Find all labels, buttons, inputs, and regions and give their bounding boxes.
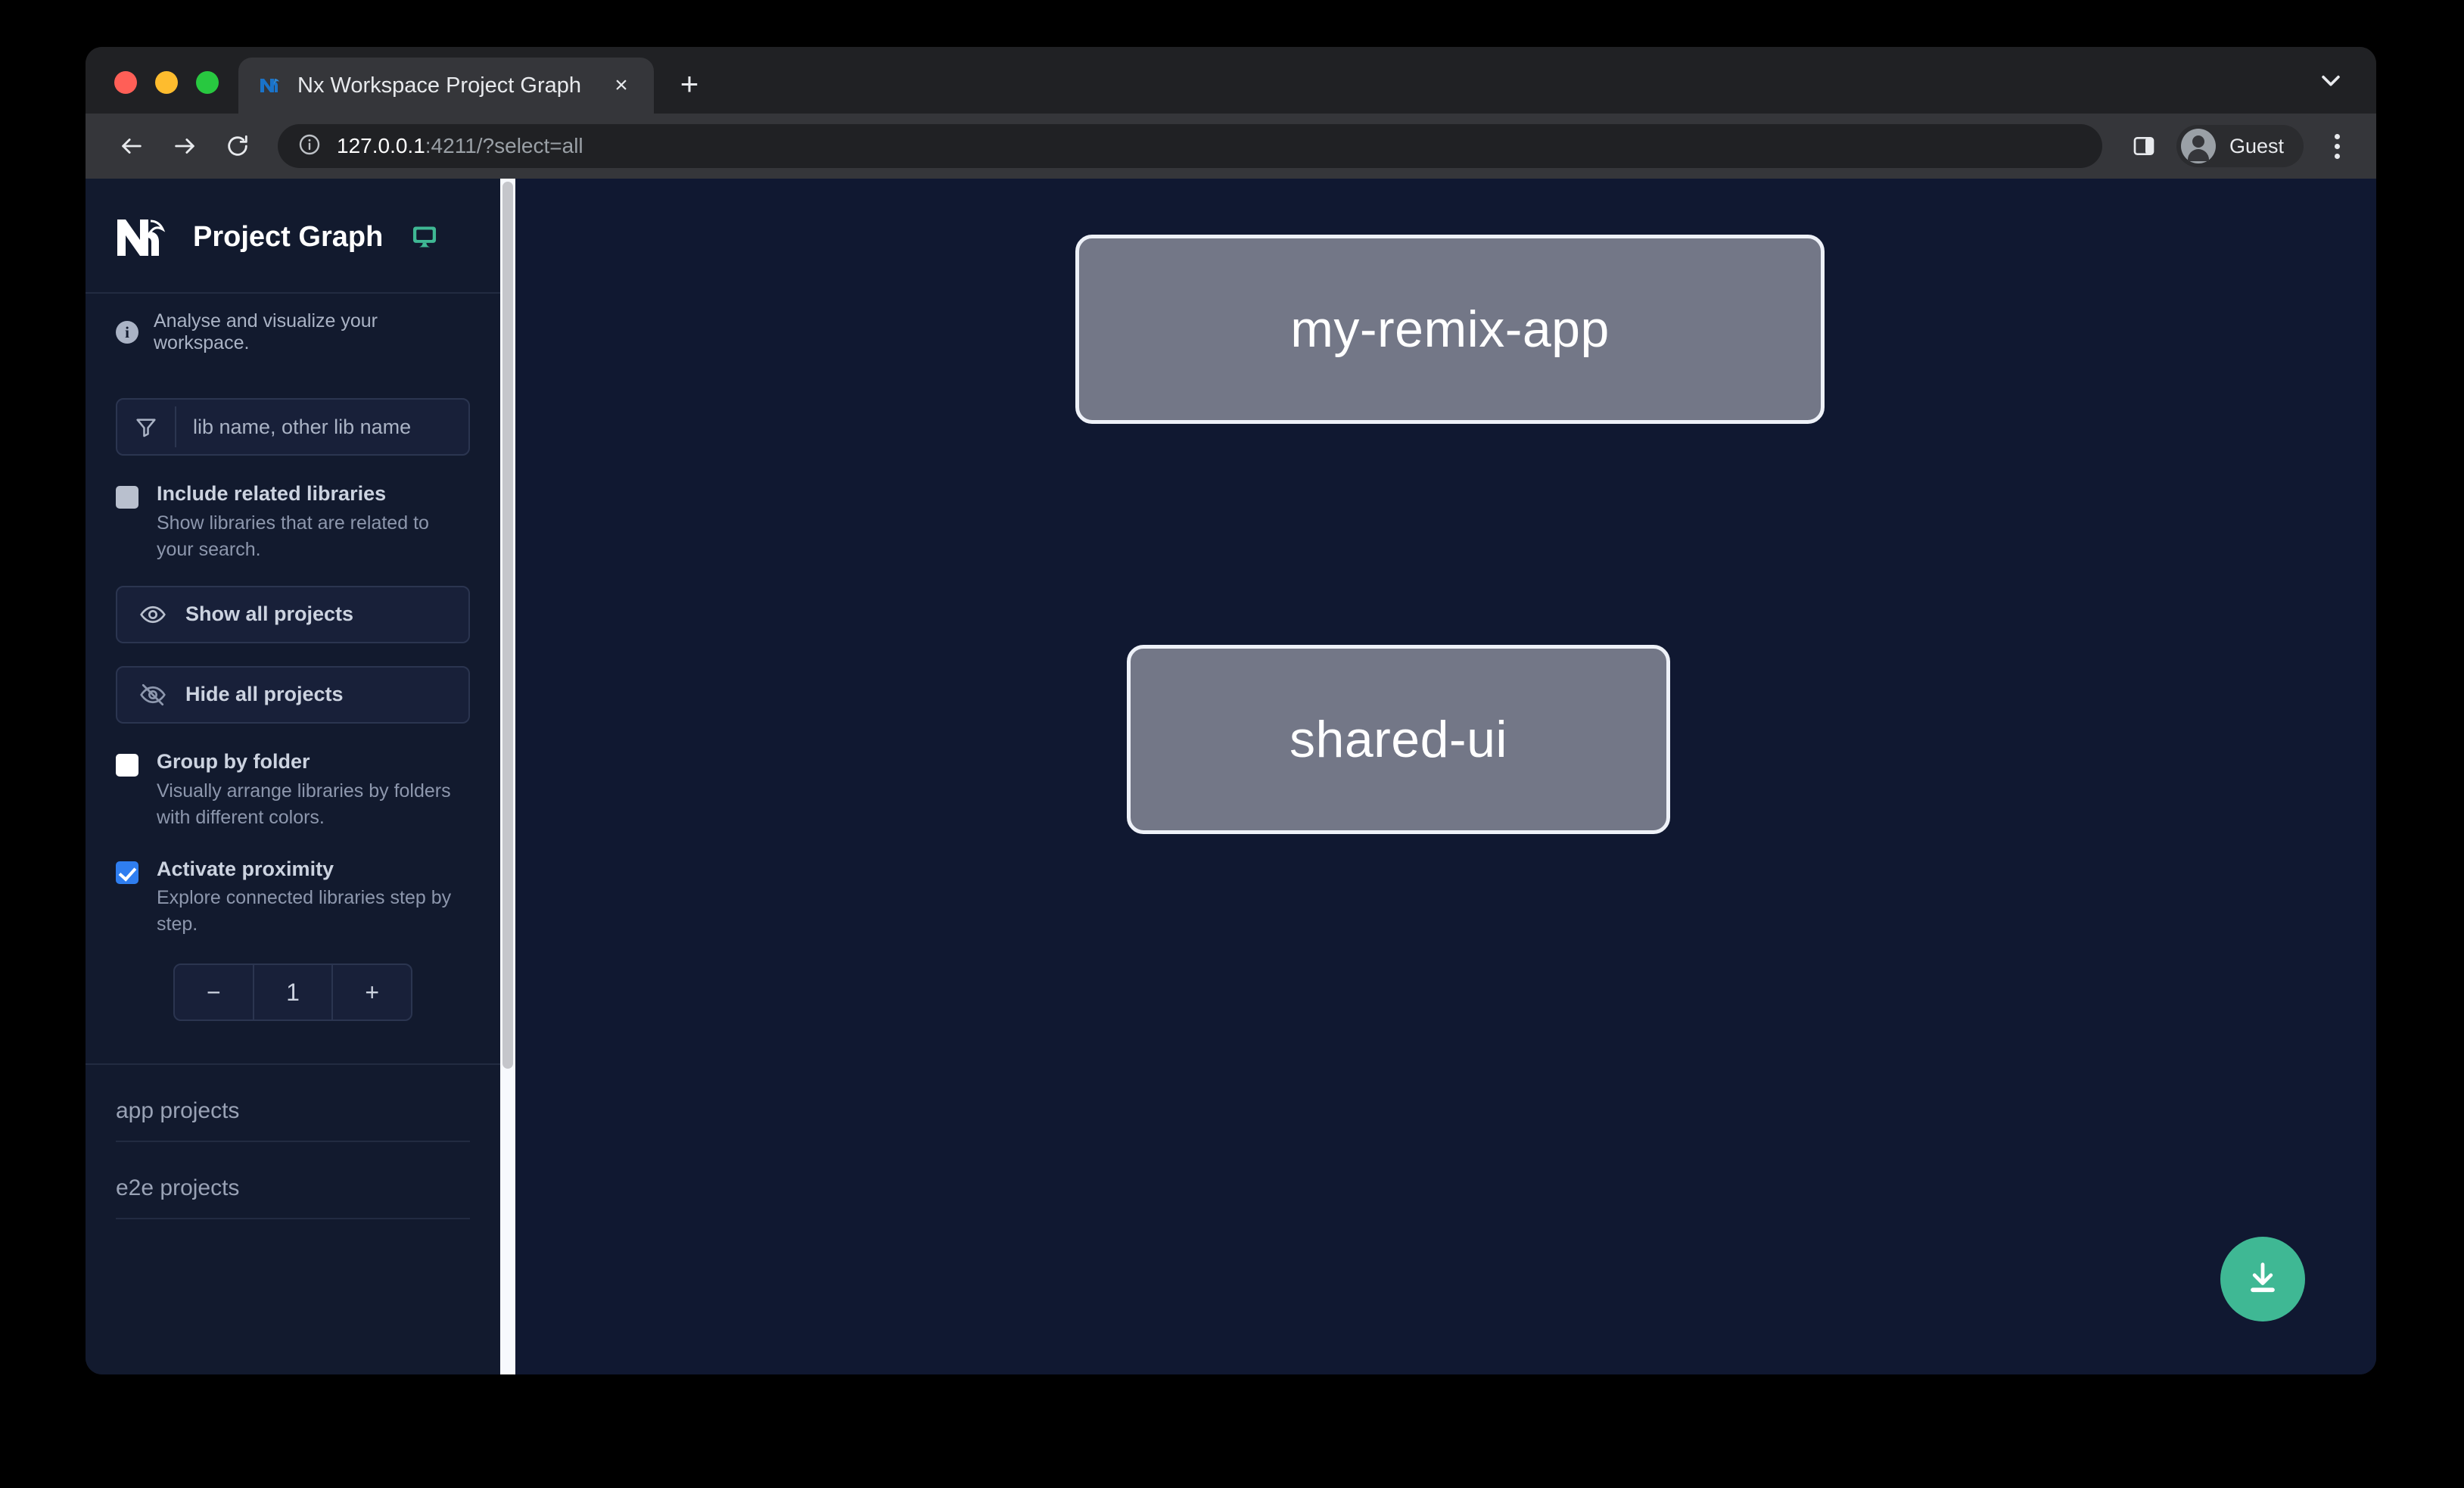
- nx-logo-icon: [116, 216, 170, 257]
- browser-window: Nx Workspace Project Graph × +: [86, 47, 2376, 1374]
- eye-slash-icon: [138, 680, 167, 709]
- info-icon: i: [116, 321, 138, 344]
- address-bar[interactable]: 127.0.0.1:4211/?select=all: [278, 124, 2102, 168]
- download-icon: [2243, 1258, 2282, 1301]
- page-title: Project Graph: [193, 220, 384, 253]
- forward-arrow-icon[interactable]: [161, 123, 208, 170]
- sidebar-header: Project Graph: [86, 179, 500, 292]
- page-content: Project Graph i Analyse and visualize yo…: [86, 179, 2376, 1374]
- back-arrow-icon[interactable]: [108, 123, 155, 170]
- sidebar-section-e2e-projects[interactable]: e2e projects: [116, 1142, 470, 1220]
- graph-node-label: my-remix-app: [1290, 300, 1610, 358]
- minimize-window-button[interactable]: [155, 71, 178, 94]
- chevron-down-icon[interactable]: [2311, 61, 2350, 100]
- maximize-window-button[interactable]: [196, 71, 219, 94]
- proximity-stepper: − 1 +: [173, 963, 412, 1022]
- download-graph-button[interactable]: [2220, 1237, 2305, 1321]
- nx-favicon-icon: [258, 73, 284, 98]
- filter-search-box[interactable]: [116, 398, 470, 456]
- group-by-folder-checkbox[interactable]: [116, 753, 138, 777]
- option-description: Visually arrange libraries by folders wi…: [157, 780, 451, 828]
- hide-all-projects-button[interactable]: Hide all projects: [116, 665, 470, 724]
- proximity-decrement-button[interactable]: −: [206, 978, 221, 1006]
- search-input[interactable]: [176, 415, 468, 439]
- site-info-icon[interactable]: [297, 132, 322, 160]
- profile-button[interactable]: Guest: [2176, 125, 2304, 167]
- graph-node-shared-ui[interactable]: shared-ui: [1127, 645, 1670, 834]
- option-group-by-folder[interactable]: Group by folder Visually arrange librari…: [116, 749, 470, 831]
- browser-toolbar: 127.0.0.1:4211/?select=all Guest: [86, 114, 2376, 179]
- proximity-increment-button[interactable]: +: [331, 965, 411, 1020]
- activate-proximity-checkbox[interactable]: [116, 861, 138, 884]
- sidebar-scrollbar[interactable]: [500, 179, 515, 1374]
- close-window-button[interactable]: [114, 71, 137, 94]
- graph-node-my-remix-app[interactable]: my-remix-app: [1075, 235, 1825, 424]
- show-all-projects-button[interactable]: Show all projects: [116, 585, 470, 643]
- sidebar: Project Graph i Analyse and visualize yo…: [86, 179, 500, 1374]
- sidebar-subtitle-text: Analyse and visualize your workspace.: [154, 310, 378, 353]
- divider: [175, 406, 176, 447]
- filter-funnel-icon: [117, 415, 175, 439]
- tab-title: Nx Workspace Project Graph: [297, 73, 581, 98]
- address-bar-text: 127.0.0.1:4211/?select=all: [337, 134, 583, 158]
- url-path: :4211/?select=all: [425, 134, 583, 157]
- new-tab-button[interactable]: +: [680, 66, 699, 101]
- window-controls: [86, 71, 238, 114]
- account-avatar-icon: [2180, 129, 2216, 163]
- browser-tab[interactable]: Nx Workspace Project Graph ×: [238, 58, 654, 114]
- project-graph-canvas[interactable]: my-remix-app shared-ui: [515, 179, 2376, 1374]
- sidebar-scrollbar-thumb[interactable]: [502, 182, 513, 1069]
- option-activate-proximity[interactable]: Activate proximity Explore connected lib…: [116, 857, 470, 939]
- show-all-projects-label: Show all projects: [185, 602, 354, 626]
- hide-all-projects-label: Hide all projects: [185, 683, 344, 706]
- option-include-related-libraries[interactable]: Include related libraries Show libraries…: [116, 481, 470, 563]
- reload-icon[interactable]: [214, 123, 261, 170]
- graph-edges: [515, 179, 742, 292]
- sidebar-section-app-projects[interactable]: app projects: [116, 1065, 470, 1143]
- monitor-icon[interactable]: [410, 223, 439, 251]
- profile-label: Guest: [2229, 134, 2284, 157]
- url-host: 127.0.0.1: [337, 134, 425, 157]
- sidebar-subtitle: i Analyse and visualize your workspace.: [86, 292, 500, 372]
- option-description: Show libraries that are related to your …: [157, 512, 429, 560]
- option-description: Explore connected libraries step by step…: [157, 887, 452, 935]
- option-label: Include related libraries: [157, 482, 387, 505]
- toolbar-right-actions: Guest: [2123, 125, 2357, 167]
- option-label: Group by folder: [157, 749, 310, 773]
- proximity-value: 1: [252, 965, 332, 1020]
- eye-icon: [138, 600, 167, 629]
- kebab-menu-icon[interactable]: [2317, 125, 2357, 167]
- close-tab-button[interactable]: ×: [614, 73, 628, 98]
- graph-node-label: shared-ui: [1290, 711, 1507, 768]
- sidebar-project-sections: app projects e2e projects: [86, 1063, 500, 1220]
- tab-strip: Nx Workspace Project Graph × +: [86, 47, 2376, 114]
- include-related-libraries-checkbox[interactable]: [116, 486, 138, 509]
- side-panel-icon[interactable]: [2123, 126, 2164, 167]
- sidebar-controls: Include related libraries Show libraries…: [86, 372, 500, 1022]
- option-label: Activate proximity: [157, 857, 334, 880]
